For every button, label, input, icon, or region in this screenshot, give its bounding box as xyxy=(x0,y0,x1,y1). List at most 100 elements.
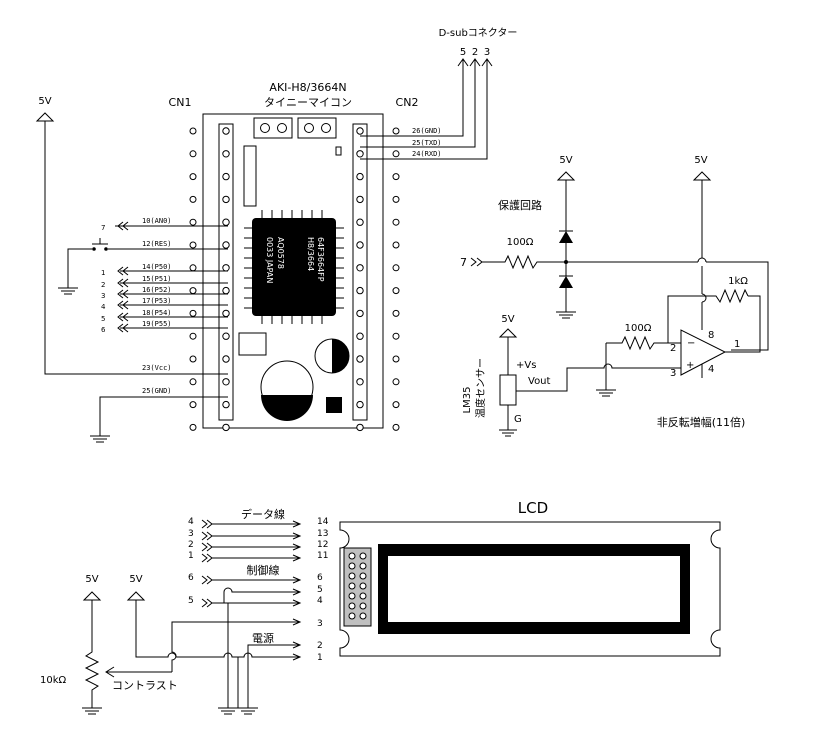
lcd-pin-num: 14 xyxy=(317,517,329,527)
signal-tag: 3 xyxy=(101,292,105,300)
opamp-minus: − xyxy=(687,338,695,349)
chip-marking: H8/3664 xyxy=(306,237,315,271)
lcd-pin-num: 1 xyxy=(317,653,323,663)
lcd-header-pin xyxy=(359,582,367,590)
cn2-wiring: 26(GND) 25(TXD) 24(RXD) xyxy=(412,127,442,158)
lcd-pin-num: 4 xyxy=(317,596,323,606)
lcd-title: LCD xyxy=(518,499,548,517)
cn1-pin-label: 17(P53) xyxy=(142,297,172,305)
lcd-tag: 4 xyxy=(188,517,194,527)
header-hole xyxy=(356,309,364,318)
lcd-pin-num: 11 xyxy=(317,551,328,561)
header-hole xyxy=(222,355,230,363)
h8-chip: 64F3664FP H8/3664 AQ0578 0033 JAPAN xyxy=(244,210,344,324)
header-hole xyxy=(356,150,364,158)
cn1-pin xyxy=(189,332,197,340)
lcd-pins xyxy=(348,552,367,620)
lcd-tag: 5 xyxy=(188,596,194,606)
lm35-label: LM35 xyxy=(462,387,473,414)
lcd-wiring: データ線 制御線 電源 4 3 2 1 6 5 14 13 12 11 6 5 … xyxy=(40,507,329,715)
lcd-pin-header xyxy=(343,547,372,627)
resistor-label: 100Ω xyxy=(507,237,534,248)
cn1-label: CN1 xyxy=(169,96,192,109)
chip-marking: AQ0578 xyxy=(276,237,285,269)
board-component xyxy=(326,397,342,413)
temp-sensor-label: 温度センサー xyxy=(474,358,487,418)
cn1-pin xyxy=(189,150,197,158)
header-hole xyxy=(356,172,364,181)
cn2-label: CN2 xyxy=(396,96,419,109)
header-hole xyxy=(356,355,364,363)
header-hole xyxy=(356,264,364,272)
lm35-body xyxy=(499,374,517,406)
cn2-holes xyxy=(356,127,400,432)
supply-label: 5V xyxy=(501,314,514,325)
cn2-pin xyxy=(392,173,400,181)
supply-label: 5V xyxy=(129,574,142,585)
header-hole xyxy=(356,378,364,386)
signal-tag: 6 xyxy=(101,326,106,334)
cn1-pin-label: 12(RES) xyxy=(142,240,172,248)
mcu-name: AKI-H8/3664N xyxy=(269,81,346,94)
lcd-pin-num: 12 xyxy=(317,540,328,550)
lcd-header-pin xyxy=(348,602,356,610)
resistor-label: 1kΩ xyxy=(728,276,748,287)
cn1-pin xyxy=(189,241,197,249)
cn1-pin xyxy=(189,309,197,317)
header-hole xyxy=(222,286,230,295)
header-hole xyxy=(356,195,364,204)
cn2-pin xyxy=(392,401,400,409)
cn2-pin xyxy=(392,264,400,272)
opamp-pin: 8 xyxy=(708,330,714,341)
cn1-pin-label: 19(P55) xyxy=(142,320,172,328)
amplifier: 5V − + 2 3 8 4 1 1kΩ 100Ω 非反転増幅(11倍) xyxy=(535,155,761,429)
lcd-header-pin xyxy=(359,552,367,560)
cn1-pin-label: 10(AN0) xyxy=(142,217,172,225)
chip-marking: 64F3664FP xyxy=(316,237,325,282)
lcd-board xyxy=(339,521,721,657)
lcd-header-pin xyxy=(359,592,367,600)
power-label: 電源 xyxy=(252,631,274,645)
cn1-pin xyxy=(189,378,197,386)
lcd-pin-num: 3 xyxy=(317,619,323,629)
signal-tag: 1 xyxy=(101,269,105,277)
header-hole xyxy=(222,127,230,135)
header-hole xyxy=(222,150,230,158)
signal-tag: 2 xyxy=(101,281,105,289)
lm35-gnd: G xyxy=(514,414,522,425)
lcd-pin-num: 13 xyxy=(317,529,328,539)
lm35-sensor: 5V +Vs Vout G LM35 温度センサー xyxy=(462,314,551,437)
control-label: 制御線 xyxy=(247,563,280,577)
lcd-tag: 6 xyxy=(188,573,194,583)
lcd-tag: 3 xyxy=(188,529,194,539)
cn2-pin xyxy=(392,195,400,203)
lm35-vout: Vout xyxy=(528,376,551,387)
lcd-header-pin xyxy=(359,562,367,570)
dsub-title: D-subコネクター xyxy=(439,27,518,39)
cn2-pin-label: 24(RXD) xyxy=(412,150,442,158)
chip-marking: 0033 JAPAN xyxy=(265,237,274,283)
dsub-pin-label: 2 xyxy=(472,47,478,58)
node-tag: 7 xyxy=(460,256,467,269)
lcd-header-pin xyxy=(348,552,356,560)
mcu-board: AKI-H8/3664N タイニーマイコン CN1 CN2 64F3664FP … xyxy=(169,81,419,429)
header-hole xyxy=(356,127,364,135)
cn2-pin xyxy=(392,241,400,249)
cn1-pin-label: 14(P50) xyxy=(142,263,172,271)
cn1-pin xyxy=(189,355,197,363)
cn1-holes xyxy=(189,127,230,432)
pot-label: 10kΩ xyxy=(40,675,67,686)
board-component xyxy=(238,332,267,356)
opamp-pin: 3 xyxy=(670,368,676,379)
opamp-pin: 1 xyxy=(734,339,740,350)
dsub-connector: D-subコネクター 5 2 3 xyxy=(372,27,518,160)
header-hole xyxy=(222,309,230,318)
lcd-display xyxy=(388,556,680,622)
cn1-header xyxy=(218,123,234,421)
data-bus-label: データ線 xyxy=(241,507,285,521)
supply-label: 5V xyxy=(85,574,98,585)
cn1-pin xyxy=(189,127,197,135)
lcd-pin-num: 5 xyxy=(317,585,323,595)
signal-tag: 4 xyxy=(101,303,106,311)
header-hole xyxy=(222,195,230,204)
